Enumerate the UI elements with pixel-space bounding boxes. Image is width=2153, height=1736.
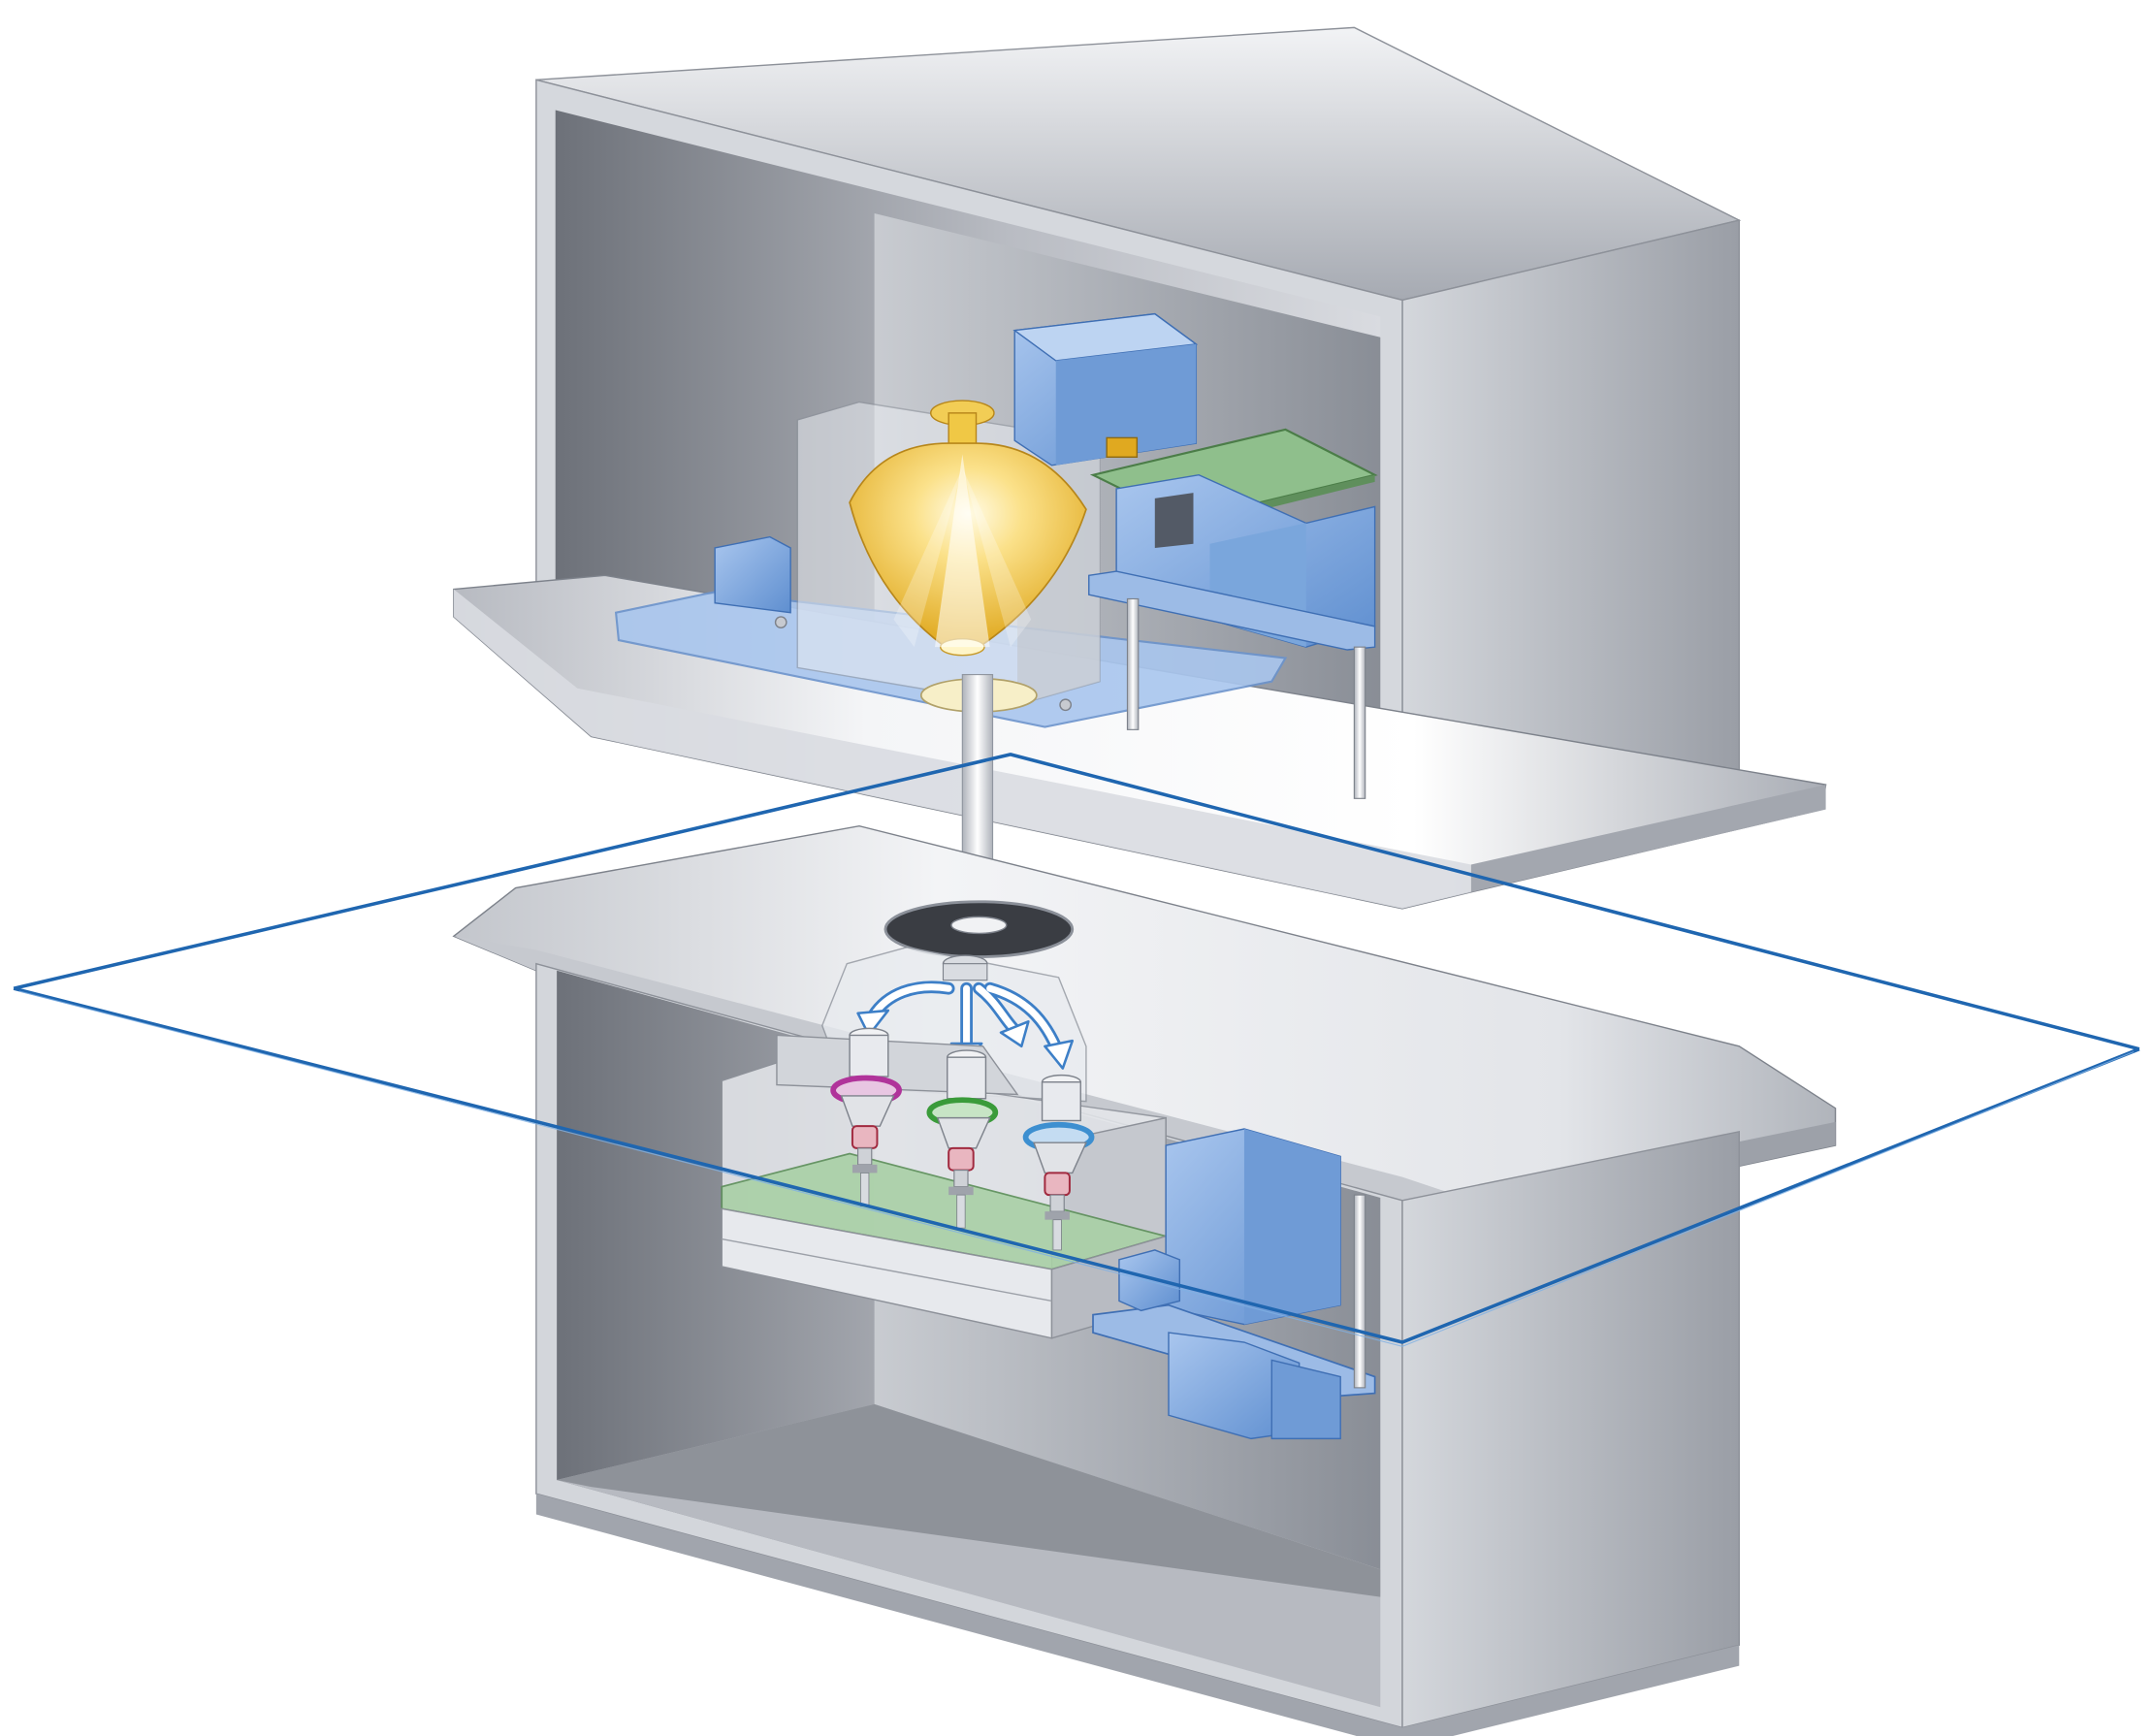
receiver-1 bbox=[830, 1027, 902, 1206]
screw bbox=[1059, 698, 1073, 712]
light-source bbox=[849, 400, 1087, 657]
small-blue-connector bbox=[1118, 1249, 1181, 1312]
lower-housing-side bbox=[1401, 1130, 1741, 1729]
receiver-3 bbox=[1022, 1074, 1095, 1251]
upper-standoffs bbox=[1126, 597, 1366, 799]
left-blue-block bbox=[714, 535, 791, 614]
top-blue-module bbox=[1012, 312, 1199, 466]
upper-bracket bbox=[1088, 570, 1376, 651]
screw bbox=[774, 616, 787, 629]
mounting-plane bbox=[13, 753, 2140, 1344]
receiver-2 bbox=[926, 1049, 999, 1229]
lower-blue-module bbox=[1165, 1128, 1341, 1326]
lower-standoff bbox=[1353, 1194, 1366, 1389]
lower-blue-blocks bbox=[1168, 1332, 1341, 1440]
gold-connector bbox=[1106, 436, 1139, 458]
distribution-arrows bbox=[856, 981, 1075, 1070]
mounting-plane-highlight bbox=[18, 990, 2135, 1347]
